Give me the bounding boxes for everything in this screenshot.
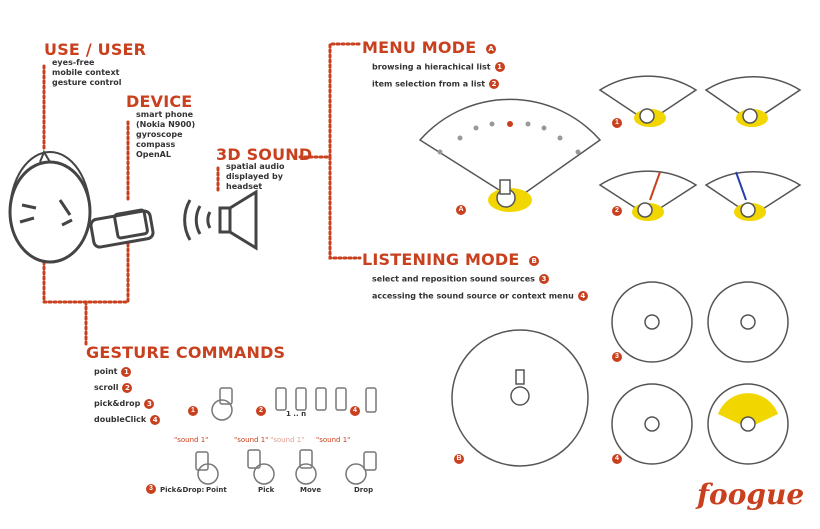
pickdrop-sound-tag: "sound 1" (316, 436, 351, 444)
listening-mode-badge: B (529, 255, 540, 266)
gesture-item-badge: 3 (144, 398, 155, 409)
listening-circle-small-4 (707, 383, 789, 465)
speaker-drawing (183, 189, 258, 251)
listening-circle-large (451, 329, 589, 467)
connector-bottom (42, 242, 130, 304)
menu-fan-small-2 (704, 76, 802, 127)
listening-small-badge-3: 3 (612, 352, 622, 362)
listening-mode-item-badge: 3 (538, 274, 549, 284)
menu-small-badge-2: 2 (612, 206, 622, 216)
listening-mode-title: LISTENING MODE B (362, 250, 540, 269)
pickdrop-sound-tag: "sound 1" (234, 436, 269, 444)
menu-mode-title-text: MENU MODE (362, 38, 477, 57)
menu-mode-title: MENU MODE A (362, 38, 497, 57)
device-line: gyroscope (136, 130, 183, 139)
pickdrop-sound-tag: "sound 1" (270, 436, 305, 444)
gesture-item-badge: 2 (122, 382, 133, 393)
menu-figure-badge-a: A (456, 205, 466, 215)
foogue-logo: foogue (697, 478, 805, 511)
gesture-figure-badge-1: 1 (188, 406, 198, 416)
menu-small-badge-1: 1 (612, 118, 622, 128)
user-head-drawing (8, 149, 155, 264)
device-line: (Nokia N900) (136, 120, 196, 129)
connector-menu (298, 42, 362, 159)
use-user-line: eyes-free (52, 58, 95, 67)
sound3d-title: 3D SOUND (216, 145, 313, 164)
pickdrop-step-point: Point (206, 486, 227, 494)
gesture-figure-badge-4: 4 (350, 406, 360, 416)
menu-mode-item-text: item selection from a list (372, 79, 486, 88)
listening-small-badge-4: 4 (612, 454, 622, 464)
gesture-item-text: scroll (94, 383, 119, 392)
pickdrop-sound-tag: "sound 1" (174, 436, 209, 444)
gesture-figure-badge-3: 3 (146, 484, 156, 494)
gesture-item-text: point (94, 367, 118, 376)
menu-fan-small-1 (598, 75, 698, 127)
connector-listening (328, 155, 362, 260)
menu-fan-small-3 (598, 170, 698, 221)
pickdrop-step-pick: Pick (258, 486, 275, 494)
pickdrop-step-drop: Drop (354, 486, 374, 494)
listening-figure-badge-b: B (454, 454, 464, 464)
menu-mode-item-badge: 2 (489, 78, 500, 89)
device-line: OpenAL (136, 150, 171, 159)
listening-mode-item-text: select and reposition sound sources (372, 274, 535, 284)
use-user-line: mobile context (52, 68, 120, 77)
device-line: smart phone (136, 110, 194, 119)
gesture-commands-title: GESTURE COMMANDS (86, 343, 286, 362)
sound3d-line: displayed by (226, 172, 283, 181)
use-user-title: USE / USER (44, 40, 147, 59)
pickdrop-step-move: Move (300, 486, 322, 494)
listening-mode-item: accessing the sound source or context me… (372, 290, 588, 302)
menu-fan-sound-marks (437, 121, 581, 155)
gesture-doodles (195, 387, 377, 485)
gesture-item-text: doubleClick (94, 415, 147, 424)
gesture-item-text: pick&drop (94, 399, 141, 408)
menu-mode-badge: A (486, 43, 497, 54)
listening-mode-item-badge: 4 (577, 290, 588, 301)
listening-mode-item-text: accessing the sound source or context me… (372, 291, 574, 300)
device-title: DEVICE (126, 92, 193, 111)
menu-fan-large (418, 98, 602, 212)
menu-fan-small-4 (704, 171, 802, 221)
use-user-lines: eyes-free mobile context gesture control (52, 58, 122, 88)
listening-mode-title-text: LISTENING MODE (362, 250, 520, 269)
sound3d-line: headset (226, 182, 263, 191)
menu-mode-item-badge: 1 (494, 62, 505, 72)
device-line: compass (136, 140, 176, 149)
device-lines: smart phone (Nokia N900) gyroscope compa… (136, 110, 195, 160)
listening-circle-small-1 (611, 281, 693, 363)
gesture-item-badge: 4 (150, 414, 161, 425)
sound3d-line: spatial audio (226, 162, 285, 171)
sound3d-lines: spatial audio displayed by headset (226, 162, 284, 192)
pickdrop-label: Pick&Drop: (160, 486, 205, 494)
menu-mode-item-text: browsing a hierachical list (372, 62, 491, 72)
gesture-figure-badge-2: 2 (256, 406, 266, 416)
listening-circle-small-2 (707, 281, 789, 363)
use-user-line: gesture control (52, 78, 122, 87)
scroll-marks-label: 1 .. n (286, 410, 307, 418)
gesture-item-badge: 1 (121, 366, 132, 377)
listening-circle-small-3 (611, 383, 693, 465)
